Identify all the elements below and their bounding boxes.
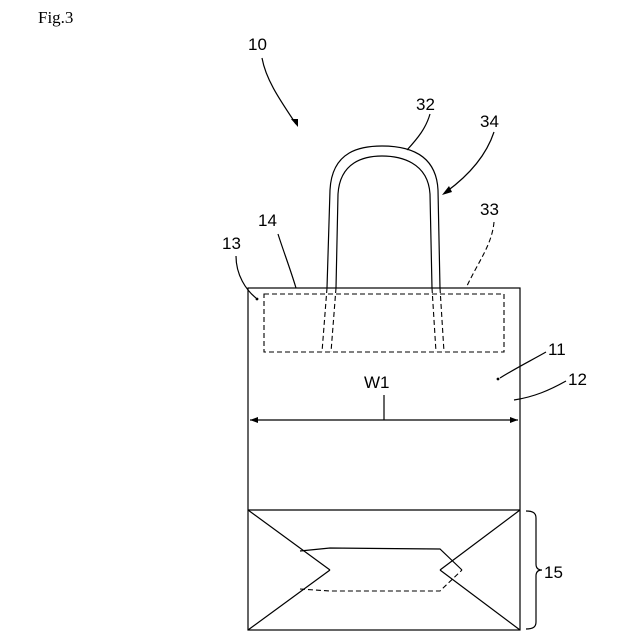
ref-reinforcement: 14 — [258, 211, 277, 230]
leader-reinforcement — [278, 234, 296, 288]
reinforcement-sheet — [264, 294, 504, 352]
ref-mouth: 13 — [222, 234, 241, 253]
ref-gusset-bottom: 15 — [544, 563, 563, 582]
leader-bag — [262, 58, 298, 127]
ref-handle-end: 33 — [480, 200, 499, 219]
leader-handle-end — [466, 222, 494, 288]
handle-ends-hidden — [322, 288, 444, 352]
ref-width: W1 — [364, 373, 390, 392]
handle — [327, 146, 440, 288]
bag-body-outline — [248, 288, 520, 630]
leader-handle — [407, 114, 430, 150]
leader-front-panel — [514, 381, 566, 400]
ref-body: 11 — [548, 340, 566, 359]
ref-handle: 32 — [416, 95, 435, 114]
gusset-bracket — [526, 511, 542, 629]
gusset-bottom — [248, 510, 520, 630]
ref-front-panel: 12 — [568, 370, 587, 389]
ref-handle-stripe: 34 — [480, 112, 499, 131]
leader-handle-stripe — [442, 132, 494, 195]
width-dimension — [250, 395, 518, 423]
leader-mouth — [236, 256, 258, 300]
ref-bag: 10 — [248, 35, 267, 54]
leader-body — [497, 352, 546, 380]
